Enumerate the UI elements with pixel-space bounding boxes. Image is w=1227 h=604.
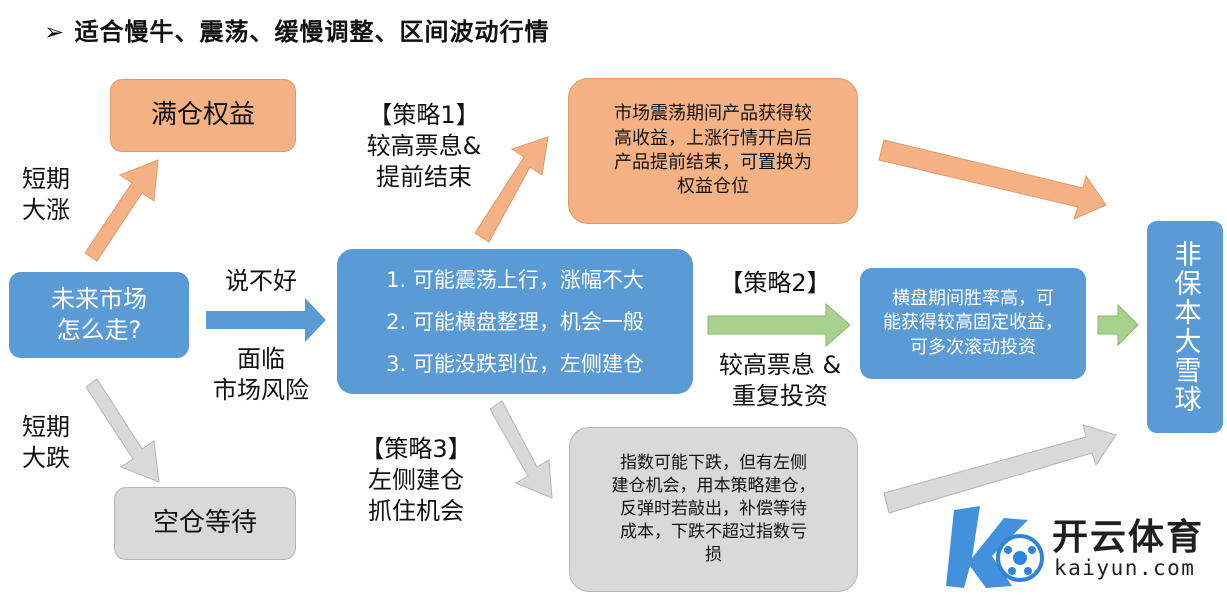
arrow-icon (883, 424, 1117, 514)
short-fall-label: 短期 大跌 (22, 413, 70, 473)
strategy3-label: 【策略3】 左侧建仓 抓住机会 (360, 435, 472, 526)
arrow-icon (474, 136, 549, 243)
strategy1-label: 【策略1】 较高票息& 提前结束 (366, 101, 482, 192)
soccer-ball-icon (946, 506, 1044, 588)
strategy3-detail-text: 指数可能下跌，但有左侧 建仓机会，用本策略建仓， 反弹时若敲出，补偿等待 成本，… (611, 453, 816, 565)
arrow-icon (85, 378, 160, 483)
short-rise-label: 短期 大涨 (22, 165, 70, 225)
title-marker-icon: ➢ (44, 18, 66, 46)
strategy3-detail-box: 指数可能下跌，但有左侧 建仓机会，用本策略建仓， 反弹时若敲出，补偿等待 成本，… (569, 427, 858, 592)
arrow-icon (707, 302, 851, 348)
future-market-box: 未来市场 怎么走? (9, 272, 189, 358)
full-equity-box: 满仓权益 (110, 79, 296, 152)
scenario-item: 3. 可能没跌到位，左侧建仓 (386, 351, 644, 376)
scenario-item: 2. 可能横盘整理，机会一般 (386, 309, 644, 334)
unclear-label: 说不好 (225, 267, 297, 295)
watermark: 开云体育 kaiyun.com (942, 496, 1222, 596)
strategy2-sub-label: 较高票息 & 重复投资 (718, 351, 842, 411)
result-box: 非保本大雪球 (1147, 221, 1223, 433)
face-risk-label: 面临 市场风险 (213, 345, 309, 405)
scenario-item: 1. 可能震荡上行，涨幅不大 (386, 267, 644, 292)
strategy2-detail-text: 横盘期间胜率高，可 能获得较高固定收益， 可多次滚动投资 (883, 288, 1063, 358)
strategy1-detail-text: 市场震荡期间产品获得较 高收益，上涨行情开启后 产品提前结束，可置换为 权益仓位 (614, 103, 812, 198)
arrow-icon (1097, 303, 1139, 347)
arrow-icon (206, 298, 326, 342)
empty-wait-box: 空仓等待 (114, 487, 296, 560)
strategy2-detail-box: 横盘期间胜率高，可 能获得较高固定收益， 可多次滚动投资 (860, 268, 1086, 379)
scenario-list: 1. 可能震荡上行，涨幅不大 2. 可能横盘整理，机会一般 3. 可能没跌到位，… (386, 259, 644, 385)
arrow-icon (84, 159, 159, 262)
strategy2-title-label: 【策略2】 (719, 269, 831, 297)
title-text: 适合慢牛、震荡、缓慢调整、区间波动行情 (74, 18, 550, 46)
future-market-text: 未来市场 怎么走? (51, 284, 147, 344)
full-equity-text: 满仓权益 (150, 99, 255, 130)
empty-wait-text: 空仓等待 (152, 507, 257, 538)
scenarios-box: 1. 可能震荡上行，涨幅不大 2. 可能横盘整理，机会一般 3. 可能没跌到位，… (337, 249, 693, 394)
page-title: ➢ 适合慢牛、震荡、缓慢调整、区间波动行情 (44, 12, 549, 47)
arrow-icon (489, 400, 553, 499)
watermark-brand: 开云体育 (1052, 517, 1205, 558)
result-text: 非保本大雪球 (1169, 240, 1201, 414)
arrow-icon (878, 139, 1107, 220)
watermark-url: kaiyun.com (1054, 556, 1196, 580)
strategy1-detail-box: 市场震荡期间产品获得较 高收益，上涨行情开启后 产品提前结束，可置换为 权益仓位 (568, 78, 858, 224)
